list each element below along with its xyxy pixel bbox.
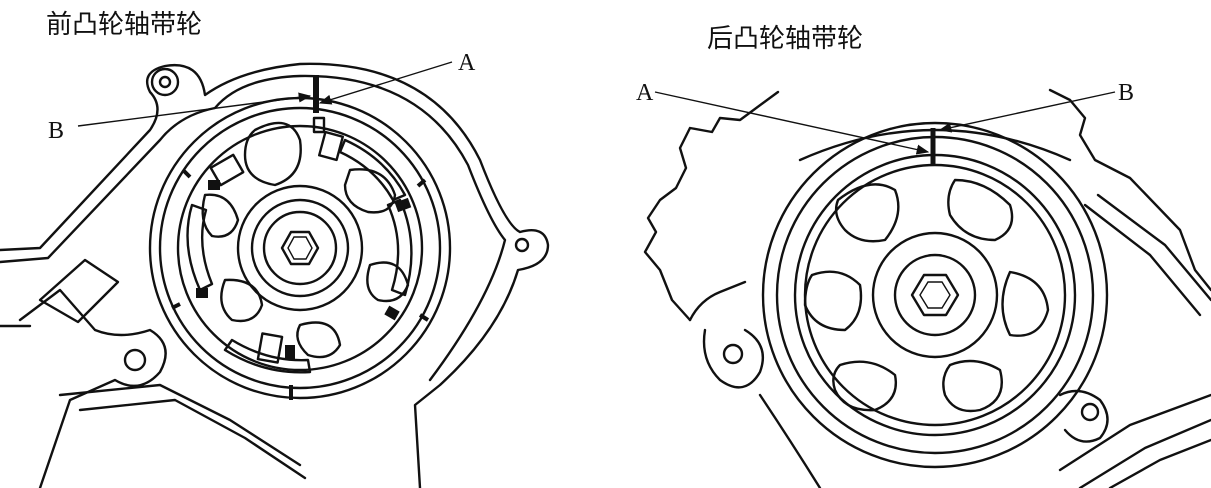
rear-pulley-outer-ring bbox=[775, 135, 1095, 455]
front-hub-ring bbox=[250, 198, 350, 298]
front-cover-inner-outline bbox=[0, 74, 507, 382]
front-tab-4 bbox=[312, 116, 326, 134]
front-pulley-rim bbox=[158, 106, 442, 390]
rear-window-4 bbox=[942, 359, 1003, 413]
front-tab-1 bbox=[209, 153, 245, 187]
rear-broken-edge-right bbox=[1048, 88, 1211, 292]
front-slot-left bbox=[186, 203, 214, 292]
front-lower-rib-2 bbox=[78, 398, 307, 480]
front-right-ear-hole bbox=[514, 237, 530, 253]
front-leader-b bbox=[77, 92, 312, 127]
rear-left-boss bbox=[702, 328, 765, 389]
rear-leader-b bbox=[938, 91, 1116, 133]
rear-label-a: A bbox=[636, 80, 654, 106]
front-left-block bbox=[38, 258, 120, 324]
front-rim-tick-4 bbox=[418, 313, 430, 322]
rear-pulley-drawing bbox=[643, 88, 1211, 488]
front-slot-right bbox=[386, 198, 413, 297]
rear-left-lower-edge bbox=[688, 280, 747, 322]
rear-right-rib-3 bbox=[1108, 438, 1211, 488]
front-pulley-title: 前凸轮轴带轮 bbox=[46, 10, 203, 40]
front-label-b: B bbox=[48, 118, 64, 144]
front-hole-1 bbox=[243, 121, 302, 187]
front-rim-tick-3 bbox=[171, 302, 181, 310]
rear-right-rib-upper-2 bbox=[1096, 193, 1211, 302]
rear-right-rib-1 bbox=[1058, 393, 1211, 472]
rear-label-b: B bbox=[1118, 80, 1134, 106]
front-lower-housing bbox=[18, 288, 167, 488]
front-cover-outline bbox=[0, 62, 550, 488]
front-lower-boss bbox=[123, 348, 147, 372]
front-slot-bottom bbox=[223, 338, 312, 374]
rear-leader-a bbox=[654, 91, 930, 155]
front-hole-4 bbox=[296, 321, 342, 359]
rear-window-2 bbox=[947, 178, 1014, 242]
rear-right-boss-hole bbox=[1080, 402, 1100, 422]
front-tab-3 bbox=[256, 332, 284, 364]
rear-hex-bolt-inner bbox=[919, 281, 951, 309]
front-hex-bolt-inner bbox=[287, 236, 313, 260]
front-hex-bolt bbox=[280, 230, 320, 266]
rear-hex-bolt bbox=[910, 273, 960, 317]
front-hole-2 bbox=[343, 168, 397, 214]
front-top-boss-hole bbox=[158, 75, 172, 89]
rear-pulley-title: 后凸轮轴带轮 bbox=[707, 24, 864, 54]
rear-lower-left-edge bbox=[758, 393, 822, 488]
front-leader-a bbox=[318, 61, 453, 105]
front-rim-tick-2 bbox=[416, 178, 427, 188]
rear-right-rib-2 bbox=[1078, 418, 1211, 488]
front-label-a: A bbox=[458, 50, 476, 76]
front-pulley-web bbox=[176, 124, 424, 372]
front-hub-inner bbox=[262, 210, 338, 286]
front-mark-2 bbox=[384, 305, 400, 321]
front-pulley-drawing bbox=[0, 61, 550, 488]
front-hole-3 bbox=[366, 261, 410, 303]
rear-window-6 bbox=[803, 270, 863, 332]
rear-left-boss-hole bbox=[722, 343, 744, 365]
rear-hub-outer bbox=[871, 231, 999, 359]
rear-broken-edge-left bbox=[643, 90, 780, 322]
rear-hub-inner bbox=[893, 253, 977, 337]
front-rim-tick-1 bbox=[181, 168, 192, 179]
front-hole-6 bbox=[201, 193, 240, 238]
front-tab-2 bbox=[318, 130, 344, 162]
front-mark-1 bbox=[394, 197, 412, 213]
rear-window-3 bbox=[1001, 270, 1050, 337]
front-hole-5 bbox=[220, 278, 264, 323]
front-mark-3 bbox=[196, 288, 208, 298]
front-top-boss bbox=[150, 67, 180, 97]
rear-housing-ring bbox=[761, 121, 1109, 469]
front-lower-rib bbox=[58, 383, 302, 467]
front-slot-top bbox=[338, 138, 407, 202]
rear-right-rib-upper bbox=[1083, 203, 1202, 317]
rear-window-5 bbox=[832, 360, 897, 412]
rear-pulley-rim-inner bbox=[803, 163, 1067, 427]
front-hub-outer bbox=[236, 184, 364, 312]
rear-window-1 bbox=[834, 183, 900, 243]
front-mark-4 bbox=[285, 345, 295, 359]
front-mark-5 bbox=[208, 180, 220, 190]
rear-right-boss bbox=[1058, 389, 1109, 443]
